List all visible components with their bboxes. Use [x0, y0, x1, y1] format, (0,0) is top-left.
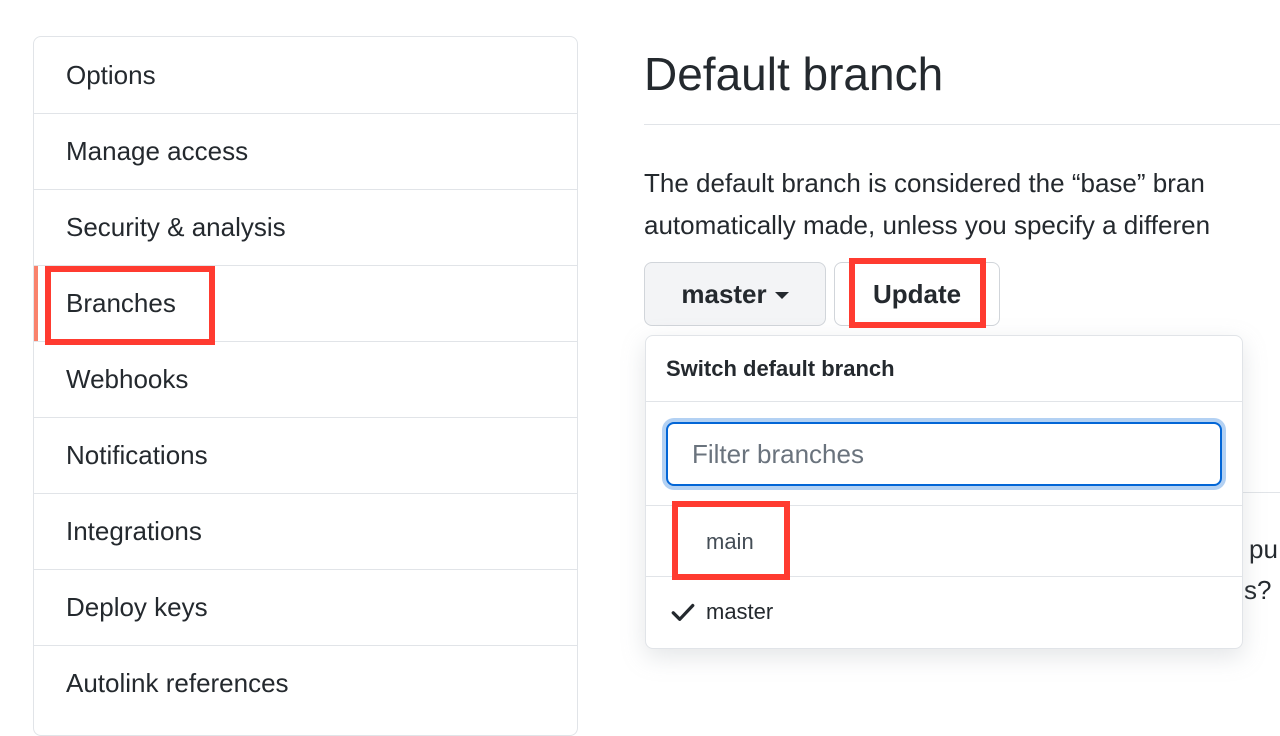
update-button[interactable]: Update: [834, 262, 1000, 326]
description-line-2: automatically made, unless you specify a…: [644, 210, 1211, 240]
sidebar-item-webhooks[interactable]: Webhooks: [34, 341, 577, 417]
sidebar-item-label: Integrations: [66, 516, 202, 546]
title-divider: [644, 124, 1280, 125]
sidebar-item-label: Notifications: [66, 440, 208, 470]
sidebar-item-deploy-keys[interactable]: Deploy keys: [34, 569, 577, 645]
sidebar-item-label: Options: [66, 59, 156, 90]
switch-branch-dropdown: Switch default branch main master: [645, 335, 1243, 649]
page-title: Default branch: [644, 48, 944, 100]
sidebar-item-label: Deploy keys: [66, 592, 208, 622]
branch-select-button[interactable]: master: [644, 262, 826, 326]
sidebar-item-label: Webhooks: [66, 364, 189, 394]
sidebar-item-notifications[interactable]: Notifications: [34, 417, 577, 493]
branch-select-label: master: [681, 278, 767, 309]
caret-down-icon: [774, 292, 789, 299]
sidebar-item-manage-access[interactable]: Manage access: [34, 113, 577, 189]
sidebar-item-branches[interactable]: Branches: [34, 265, 577, 341]
sidebar-item-options[interactable]: Options: [34, 37, 577, 113]
branch-option-main[interactable]: main: [646, 507, 1242, 577]
filter-section: [646, 402, 1242, 506]
sidebar-item-label: Security & analysis: [66, 212, 286, 242]
branch-option-master[interactable]: master: [646, 577, 1242, 647]
update-button-label: Update: [872, 278, 962, 309]
check-icon: [671, 603, 695, 621]
dropdown-header: Switch default branch: [646, 336, 1242, 402]
section-divider: [1240, 492, 1280, 493]
description-line-1: The default branch is considered the “ba…: [644, 168, 1205, 198]
background-text-fragment: s?: [1244, 575, 1272, 605]
branch-option-label: master: [706, 599, 774, 624]
sidebar-item-autolink-references[interactable]: Autolink references: [34, 645, 577, 721]
sidebar-item-label: Manage access: [66, 136, 249, 166]
sidebar-item-label: Branches: [66, 288, 176, 318]
filter-branches-input[interactable]: [666, 422, 1222, 486]
background-text-fragment: pu: [1249, 534, 1278, 564]
branch-option-label: main: [706, 528, 754, 554]
default-branch-description: The default branch is considered the “ba…: [644, 162, 1280, 246]
settings-sidebar: Options Manage access Security & analysi…: [33, 36, 578, 736]
sidebar-item-security-analysis[interactable]: Security & analysis: [34, 189, 577, 265]
sidebar-item-integrations[interactable]: Integrations: [34, 493, 577, 569]
